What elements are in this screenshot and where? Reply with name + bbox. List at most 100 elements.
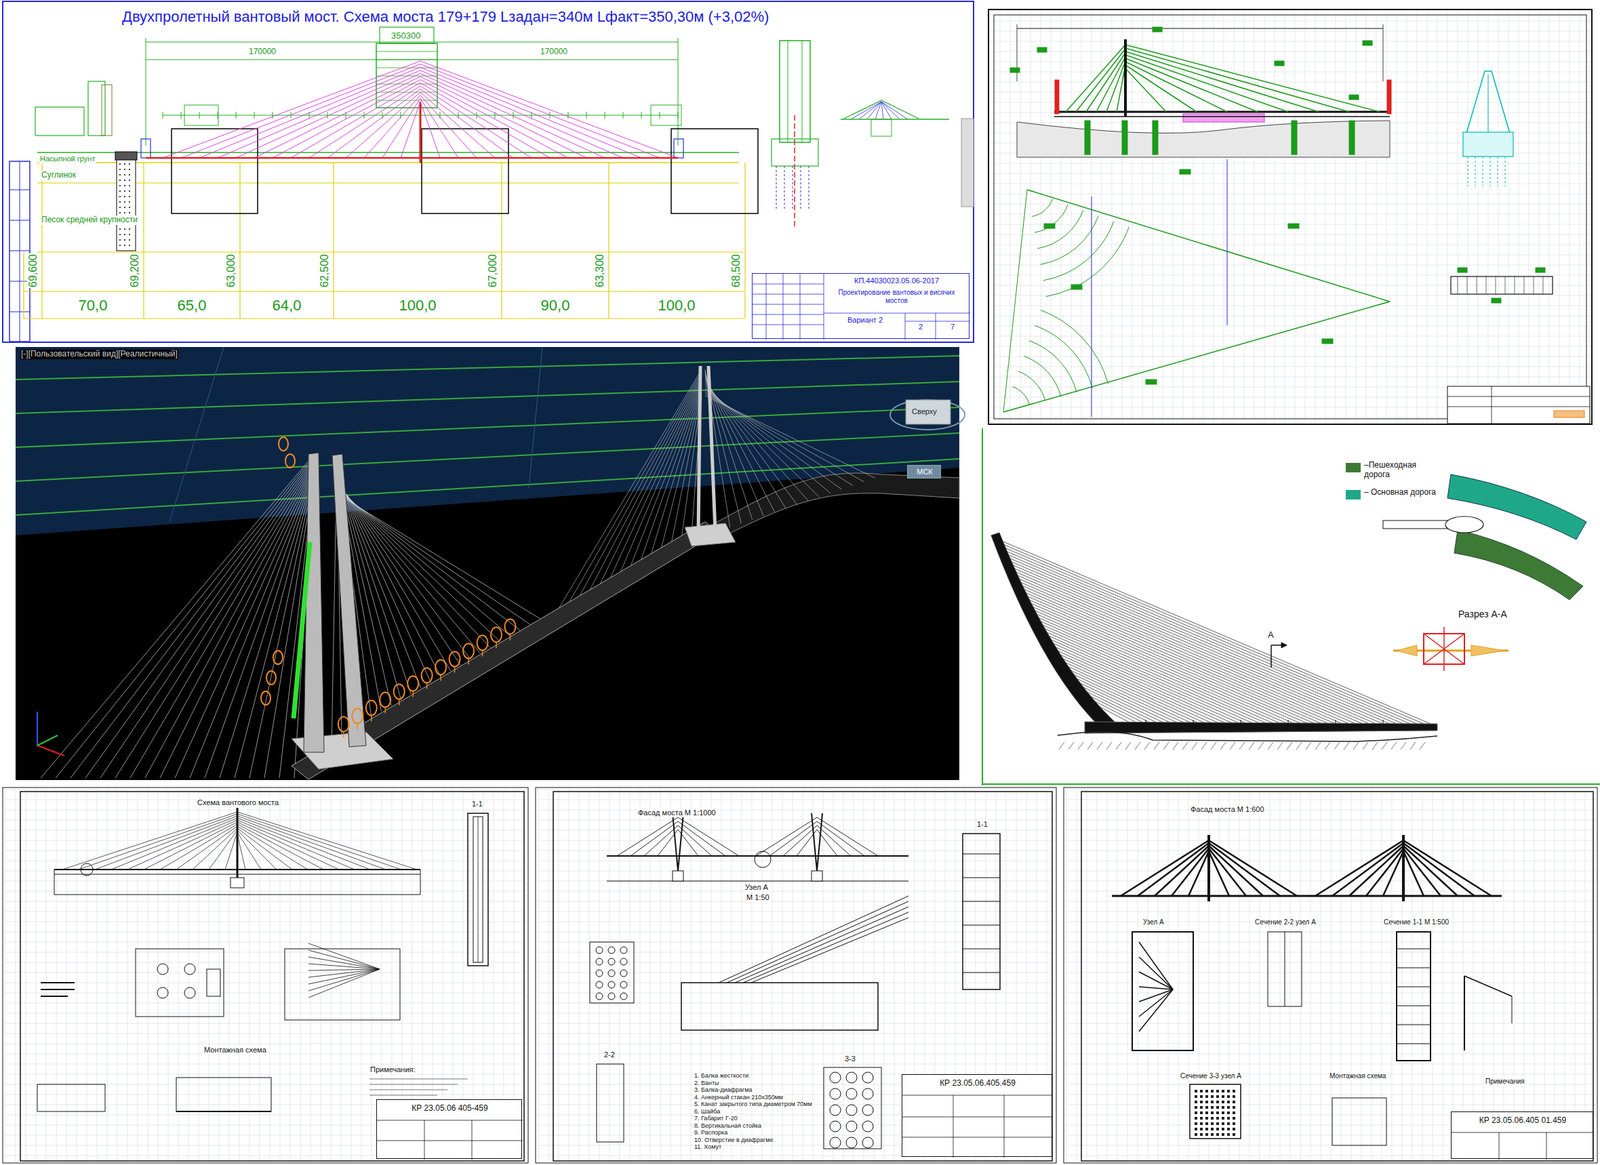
drawing-line [145, 41, 678, 43]
rebar [1227, 1122, 1230, 1126]
drawing-line [1066, 1013, 1596, 1015]
tag [1288, 223, 1299, 229]
drawing-line [56, 789, 57, 1162]
drawing-line [1019, 581, 1350, 725]
block-text: КР 23.05.06.405.459 [905, 1079, 1050, 1089]
drawing-line [1334, 742, 1340, 750]
rebar [1227, 1133, 1230, 1137]
drawing-line [1016, 28, 1384, 30]
drawing-line [25, 789, 27, 1162]
drawing-line [1000, 546, 1417, 725]
drawing-circle [608, 993, 615, 1000]
drawing-line [858, 101, 882, 120]
drawing-line [650, 789, 651, 1162]
drawing-line [234, 477, 314, 779]
drawing-line [9, 189, 30, 191]
fan-arc [1037, 210, 1083, 249]
drawing-line [192, 828, 238, 870]
pier [1387, 80, 1392, 114]
approach-road [705, 473, 960, 539]
rebar [1216, 1117, 1219, 1120]
title-block: КР 23.05.06.405.459 [901, 1074, 1053, 1158]
section [596, 1064, 624, 1143]
rebar [1227, 1111, 1230, 1115]
drawing-line [1569, 10, 1571, 424]
drawing-line [376, 1141, 523, 1142]
drawing-line [1172, 10, 1174, 424]
drawing-line [169, 347, 224, 523]
drawing-line [1403, 840, 1492, 897]
drawing-line [1518, 10, 1520, 424]
drawing-line [752, 294, 824, 295]
drawing-line [54, 869, 55, 895]
sheet-background [0, 785, 531, 1165]
drawing-line [1015, 574, 1363, 725]
drawing-label: 1. Балка жесткости [693, 1072, 750, 1080]
rebar [1216, 1128, 1219, 1131]
drawing-circle [157, 987, 169, 999]
drawing-line [808, 166, 810, 211]
rebar [1210, 1122, 1214, 1126]
drawing-circle [862, 1121, 874, 1133]
drawing-line [482, 650, 484, 657]
rebar [1221, 1095, 1225, 1099]
drawing-label: 90,0 [540, 296, 571, 314]
drawing-ellipse [261, 691, 271, 706]
drawing-rect [141, 138, 151, 158]
rebar [1221, 1133, 1225, 1137]
drawing-line [538, 962, 1055, 964]
drawing-line [5, 922, 527, 923]
pile [1291, 120, 1297, 155]
drawing-line [1125, 61, 1228, 112]
drawing-line [1497, 156, 1499, 187]
drawing-line [1351, 789, 1352, 1162]
drawing-line [1330, 789, 1332, 1162]
drawing-label: Схема вантового моста [196, 798, 280, 808]
elevation-mark: 63,000 [225, 253, 238, 289]
drawing-line [672, 813, 678, 872]
water-zone [1183, 113, 1265, 123]
drawing-line [369, 1084, 458, 1086]
tag [1179, 169, 1191, 175]
drawing-line [85, 461, 314, 779]
drawing-line [538, 911, 1055, 913]
drawing-line [217, 111, 219, 119]
drawing-line [1559, 10, 1560, 424]
pedestrian-road-plan [1454, 530, 1584, 600]
drawing-line [420, 82, 550, 158]
drawing-line [661, 389, 702, 550]
drawing-line [677, 817, 739, 857]
drawing-line [1066, 1054, 1596, 1055]
drawing-line [62, 812, 238, 870]
drawing-line [1010, 564, 1384, 725]
drawing-circle [119, 174, 121, 176]
rebar [1232, 1095, 1236, 1099]
drawing-line [107, 789, 108, 1162]
stiffening-beam [681, 983, 878, 1031]
drawing-line [1075, 48, 1126, 112]
drawing-line [467, 658, 470, 666]
drawing-line [454, 667, 456, 674]
drawing-line [1490, 156, 1491, 187]
drawing-line [989, 51, 1591, 53]
drawing-line [420, 101, 440, 158]
drawing-line [376, 100, 438, 102]
rebar [1210, 1101, 1214, 1104]
section [823, 1067, 882, 1150]
inclined-pylon [991, 532, 1123, 733]
rebar [1200, 1101, 1203, 1104]
drawing-line [1178, 789, 1179, 1162]
drawing-line [15, 433, 960, 482]
drawing-line [705, 395, 876, 478]
drawing-line [538, 922, 1055, 923]
drawing-line [538, 850, 1055, 852]
rebar [1200, 1133, 1203, 1137]
drawing-line [5, 861, 527, 862]
drawing-line [336, 485, 491, 649]
drawing-line [1106, 742, 1112, 750]
fan-arc [1046, 227, 1130, 297]
drawing-line [1145, 720, 1147, 726]
drawing-line [1546, 1132, 1548, 1160]
drawing-label: Узел А [744, 883, 769, 893]
pile [1122, 120, 1128, 155]
